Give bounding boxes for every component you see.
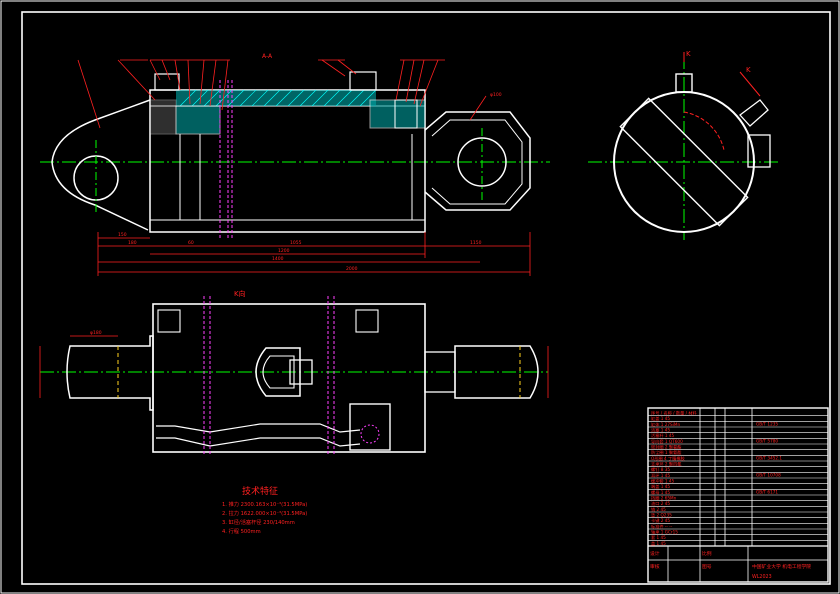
tb-row-23: 盖 1 45 — [651, 540, 666, 546]
tech-title: 技术特征 — [242, 485, 278, 497]
tb-code-0: GB/T 1235 — [756, 421, 778, 426]
tb-row-14: 螺母 1 45 — [651, 489, 670, 496]
dim-7: 1400 — [272, 256, 284, 262]
tb-row-5: 导向套 1 QT600 — [651, 438, 683, 445]
tb-row-12: 缓冲套 1 45 — [651, 477, 675, 484]
end-view — [588, 52, 780, 240]
tb-row-17: 销 2 45 — [651, 506, 666, 513]
tb-row-7: 防尘圈 1 聚氨酯 — [651, 449, 681, 456]
tb-row-11: 耳环 1 45 — [651, 473, 670, 479]
inner-frame — [21, 11, 831, 585]
tech-line-3: 3. 缸径/活塞杆径 230/140mm — [222, 518, 295, 526]
tb-row-2: 缸体 1 27SiMn — [651, 421, 680, 428]
tb-row-10: 螺钉 8 35 — [651, 466, 670, 473]
dim-5: 1200 — [278, 248, 290, 254]
dim-6: 1150 — [470, 240, 482, 246]
dim-10: φ100 — [490, 92, 502, 98]
section-view — [40, 59, 550, 276]
tech-line-4: 4. 行程 500mm — [222, 527, 261, 535]
tb-footer-4: 图号 — [702, 564, 712, 570]
tb-row-1: 缸盖 1 45 — [651, 415, 670, 421]
tb-row-13: 端盖 1 45 — [651, 483, 670, 490]
dim-2: 180 — [128, 240, 137, 246]
dim-3: 60 — [188, 240, 194, 246]
title-block — [647, 407, 829, 583]
tb-row-9: 支承环 2 聚四氟 — [651, 460, 682, 467]
tb-row-18: 垫 2 Q235 — [651, 511, 672, 517]
tb-code-4: GB/T 6171 — [756, 489, 778, 494]
dim-4: 1055 — [290, 240, 302, 246]
tb-footer-2: 审核 — [650, 563, 660, 570]
k-view — [39, 296, 549, 456]
tb-row-19: 卡键 2 45 — [651, 517, 670, 524]
tb-row-8: O形圈 4 丁腈橡胶 — [651, 455, 685, 462]
view-label: K向 — [234, 289, 246, 298]
tech-line-1: 1. 推力 2300.163×10⁻³(31.5MPa) — [222, 500, 307, 508]
tb-row-16: 油口 2 45 — [651, 500, 670, 507]
rod-eye-hole — [457, 137, 507, 187]
tb-school: 中国矿业大学 机电工程学院 — [752, 563, 811, 570]
tb-row-20: 标准件 -- -- — [651, 523, 673, 530]
tb-row-22: 套 1 45 — [651, 534, 666, 541]
dim-8: 2000 — [346, 266, 358, 272]
tb-row-3: 活塞 1 45 — [651, 426, 670, 433]
tb-code-1: GB/T 5780 — [756, 438, 778, 443]
section-label: A-A — [262, 53, 273, 60]
tb-row-21: 轴承 1 GCr15 — [651, 528, 678, 535]
tb-row-0: 序号 / 名称 / 数量 / 材料 — [651, 409, 698, 416]
tb-code-3: GB/T 10708 — [756, 472, 781, 477]
tb-row-4: 活塞杆 1 45 — [651, 432, 675, 439]
tb-footer-1: 设计 — [650, 550, 660, 557]
tb-row-15: 挡圈 2 65Mn — [651, 494, 677, 501]
tb-drawing-no: WL2023 — [752, 574, 772, 580]
tb-row-6: 密封圈 2 聚氨酯 — [651, 443, 681, 450]
tb-code-2: GB/T 3452.1 — [756, 455, 782, 460]
k-mark-2: K — [746, 66, 751, 74]
dim-1: 150 — [118, 232, 127, 238]
tech-line-2: 2. 拉力 1622.000×10⁻³(31.5MPa) — [222, 509, 307, 517]
tb-footer-3: 比例 — [702, 550, 712, 557]
k-mark: K — [686, 50, 691, 58]
dim-9: φ180 — [90, 330, 102, 336]
